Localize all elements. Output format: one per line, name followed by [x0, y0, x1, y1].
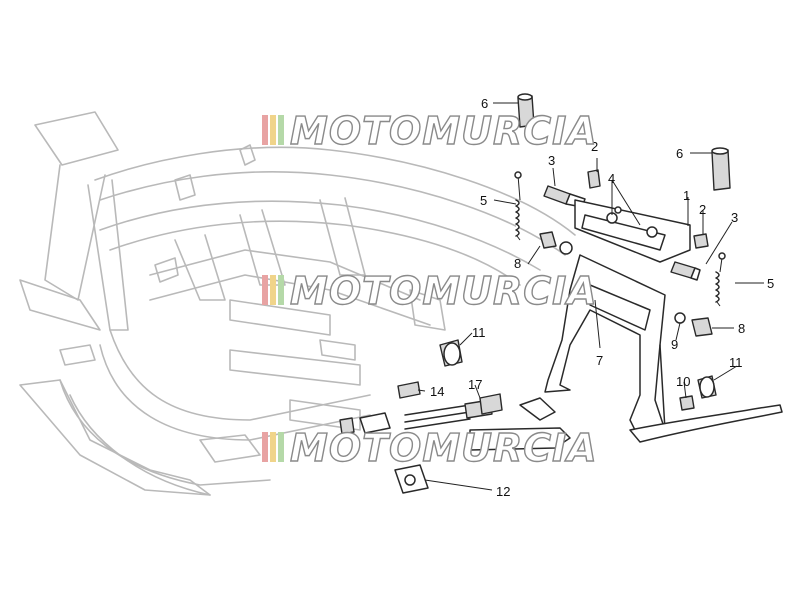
callout-6-left: 6 [481, 96, 488, 111]
part-bolt-8-right [674, 312, 713, 337]
scooter-frame [19, 111, 576, 496]
callout-labels: 6 6 2 3 4 5 1 2 3 8 5 8 7 9 11 11 10 14 … [430, 96, 774, 499]
part-center-stand-7 [544, 254, 783, 443]
part-buffer-11-left [439, 339, 463, 367]
callout-5-left: 5 [480, 193, 487, 208]
callout-7: 7 [596, 353, 603, 368]
part-spring-5-left [514, 171, 522, 241]
callout-14: 14 [430, 384, 444, 399]
callout-3-right: 3 [731, 210, 738, 225]
callout-8-left: 8 [514, 256, 521, 271]
watermark-middle: MOTOMURCIA [262, 268, 598, 314]
callout-3-left: 3 [548, 153, 555, 168]
callout-10: 10 [676, 374, 690, 389]
callout-8-right: 8 [738, 321, 745, 336]
callout-17: 17 [468, 377, 482, 392]
callout-9: 9 [671, 337, 678, 352]
callout-2-upper: 2 [591, 139, 598, 154]
callout-5-right: 5 [767, 276, 774, 291]
part-spring-5-right [715, 252, 726, 307]
part-buffer-11-right [697, 375, 717, 399]
part-bolt-10 [679, 395, 695, 411]
watermark-text-top: MOTOMURCIA [290, 109, 598, 153]
part-bolt-2-lower [693, 233, 709, 249]
callout-12: 12 [496, 484, 510, 499]
callout-6-right: 6 [676, 146, 683, 161]
callout-2-lower: 2 [699, 202, 706, 217]
callout-4: 4 [608, 171, 615, 186]
leader-lines [417, 102, 764, 491]
callout-1: 1 [683, 188, 690, 203]
part-bolt-2-upper [587, 169, 601, 189]
watermark-top: MOTOMURCIA [262, 108, 598, 154]
part-pin-6-left [517, 93, 535, 128]
part-tube-6-right [711, 147, 731, 191]
part-side-stand [339, 381, 571, 494]
callout-11-left: 11 [472, 325, 486, 340]
watermark-bottom: MOTOMURCIA [262, 425, 598, 471]
part-bracket-4 [574, 199, 691, 263]
part-bolt-8-left [539, 231, 573, 255]
callout-11-right: 11 [729, 355, 743, 370]
watermark-text-bottom: MOTOMURCIA [290, 426, 598, 470]
part-bolt-3-right [670, 261, 701, 281]
watermark-text-middle: MOTOMURCIA [290, 269, 598, 313]
